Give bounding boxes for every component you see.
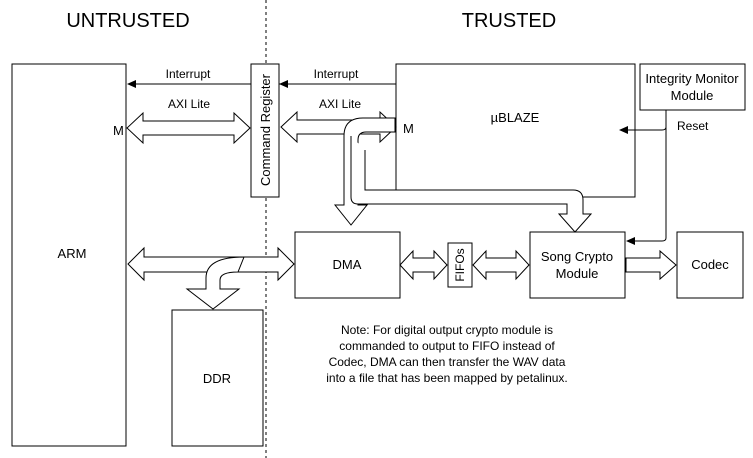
- reset-label: Reset: [677, 119, 709, 133]
- command-register-label: Command Register: [258, 73, 273, 186]
- arm-master-port-label: M: [113, 123, 124, 138]
- note-line-1: Note: For digital output crypto module i…: [341, 323, 553, 337]
- microblaze-bus-to-dma: [333, 117, 396, 226]
- command-register-block: [250, 63, 280, 198]
- song-crypto-codec-arrow: [625, 249, 677, 281]
- codec-label: Codec: [691, 257, 729, 272]
- interrupt-label-left: Interrupt: [166, 67, 211, 81]
- dma-block: [294, 231, 401, 299]
- interrupt-arrowhead-left: [127, 80, 136, 88]
- dma-fifos-arrow: [399, 249, 448, 281]
- note-line-3: Codec, DMA can then transfer the WAV dat…: [329, 355, 566, 369]
- integrity-monitor-label-line2: Module: [671, 88, 714, 103]
- axi-lite-label-right: AXI Lite: [319, 97, 361, 111]
- fifos-block: [447, 242, 473, 288]
- trusted-heading: TRUSTED: [462, 10, 556, 32]
- reset-arrowhead-song-crypto: [626, 237, 635, 245]
- note-line-2: commanded to output to FIFO instead of: [339, 339, 555, 353]
- song-crypto-block: [529, 231, 626, 299]
- fifos-label: FIFOs: [453, 248, 467, 281]
- note-line-4: into a file that has been mapped by peta…: [326, 371, 568, 385]
- microblaze-label: µBLAZE: [491, 110, 540, 125]
- arm-block: [11, 63, 127, 447]
- microblaze-master-port-label: M: [403, 121, 414, 136]
- integrity-monitor-block: [639, 63, 746, 111]
- reset-line-to-song-crypto: [633, 110, 667, 242]
- arm-ddr-branch-arrow: [185, 256, 245, 310]
- arm-dma-arrow: [127, 246, 295, 282]
- arm-label: ARM: [58, 246, 87, 261]
- reset-arrowhead-microblaze: [619, 126, 628, 134]
- interrupt-label-right: Interrupt: [314, 67, 359, 81]
- ddr-label: DDR: [203, 371, 231, 386]
- axi-lite-arrow-right: [280, 110, 397, 144]
- microblaze-block: [395, 63, 636, 198]
- integrity-monitor-label-line1: Integrity Monitor: [645, 71, 739, 86]
- song-crypto-label-line2: Module: [556, 266, 599, 281]
- axi-lite-label-left: AXI Lite: [168, 97, 210, 111]
- song-crypto-label-line1: Song Crypto: [541, 249, 613, 264]
- codec-block: [676, 231, 744, 299]
- dma-label: DMA: [333, 257, 362, 272]
- fifos-song-crypto-arrow: [472, 249, 530, 281]
- microblaze-bus-to-song-crypto: [350, 136, 593, 233]
- ddr-block: [171, 309, 264, 447]
- untrusted-heading: UNTRUSTED: [66, 10, 189, 32]
- axi-lite-arrow-left: [126, 111, 251, 145]
- interrupt-arrowhead-right: [279, 80, 288, 88]
